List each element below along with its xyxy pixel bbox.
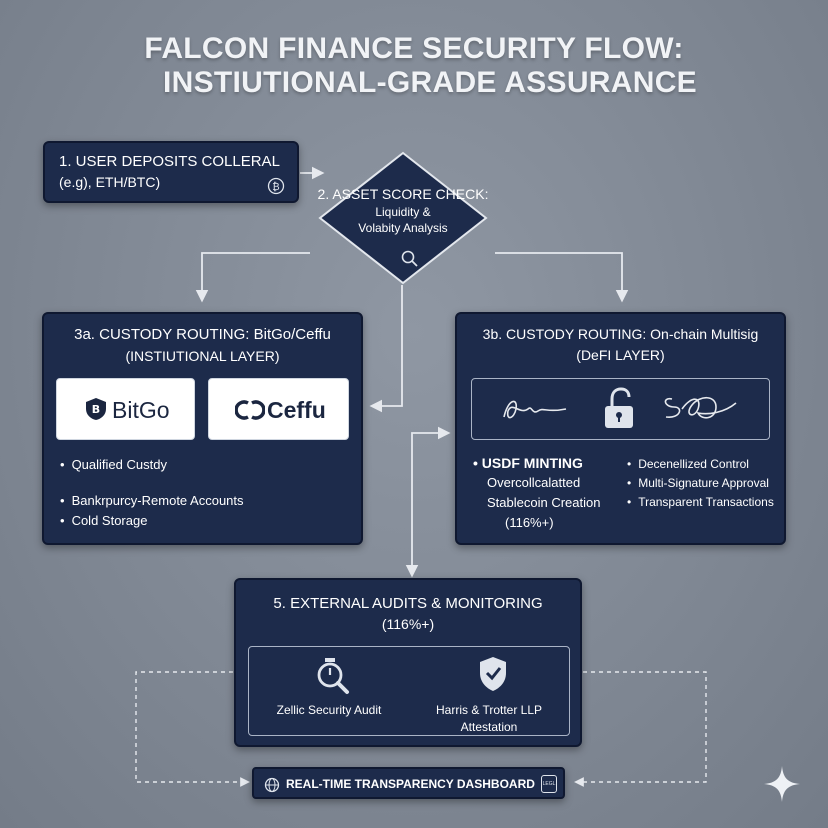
step3a-bullet-3: Cold Storage — [60, 513, 148, 528]
audit-harris-trotter-line2: Attestation — [460, 720, 518, 734]
stopwatch-magnifier-icon — [317, 658, 349, 694]
bitgo-logo-text: BitGo — [112, 397, 170, 423]
step2-heading: 2. ASSET SCORE CHECK: — [317, 186, 489, 202]
svg-text:₿: ₿ — [272, 181, 279, 193]
padlock-icon — [605, 387, 633, 428]
magnifier-icon — [401, 250, 415, 264]
page-title-line1: FALCON FINANCE SECURITY FLOW: — [144, 32, 684, 65]
mint-title: • USDF MINTING — [473, 455, 583, 471]
arrow-step2-to-step3b — [495, 252, 629, 303]
ceffu-logo-text: Ceffu — [267, 397, 326, 423]
multisig-icons-panel — [471, 378, 770, 440]
step5-audits-box: 5. EXTERNAL AUDITS & MONITORING (116%+) … — [234, 578, 582, 747]
mint-line-1: Overcollcalatted — [487, 475, 581, 490]
mint-line-3: (116%+) — [505, 515, 554, 530]
svg-text:B: B — [92, 403, 100, 416]
globe-icon — [264, 777, 280, 793]
shield-check-icon — [480, 657, 506, 691]
ceffu-mark-icon — [235, 400, 265, 420]
arrow-step3b-step5 — [405, 426, 451, 578]
dashboard-badge-text: LEGL — [542, 781, 556, 787]
step3a-subheading: (INSTIUTIONAL LAYER) — [125, 348, 280, 364]
arrow-step2-to-step3a — [195, 252, 310, 303]
step3b-subheading: (DeFI LAYER) — [576, 347, 665, 363]
dashed-loop-left — [135, 671, 250, 787]
step3a-heading: 3a. CUSTODY ROUTING: BitGo/Ceffu — [74, 326, 331, 343]
signature-icon — [503, 400, 567, 419]
dashed-loop-right — [574, 671, 707, 787]
step3b-custody-box: 3b. CUSTODY ROUTING: On-chain Multisig (… — [455, 312, 786, 545]
step3a-custody-box: 3a. CUSTODY ROUTING: BitGo/Ceffu (INSTIU… — [42, 312, 363, 545]
arrow-step2-to-step3a-side — [369, 285, 403, 413]
signature-icon — [664, 396, 737, 419]
bitcoin-icon: ₿ — [267, 177, 285, 195]
mint-line-2: Stablecoin Creation — [487, 495, 601, 510]
step1-line1: 1. USER DEPOSITS COLLERAL — [59, 153, 280, 170]
step3b-bullet-3: Transparent Transactions — [627, 495, 774, 509]
ceffu-logo-card: Ceffu — [208, 378, 349, 440]
bitgo-shield-icon: B — [86, 398, 106, 420]
audit-harris-trotter-line1: Harris & Trotter LLP — [435, 703, 543, 717]
step3b-bullet-2: Multi-Signature Approval — [627, 476, 769, 490]
step2-decision-diamond — [318, 151, 488, 285]
dashboard-badge-icon: LEGL — [541, 775, 557, 793]
step3a-bullet-2: Bankrpurcy-Remote Accounts — [60, 493, 244, 508]
transparency-dashboard-bar: REAL-TIME TRANSPARENCY DASHBOARD LEGL — [252, 767, 565, 799]
page-title-line2: INSTIUTIONAL-GRADE ASSURANCE — [163, 66, 697, 99]
step1-line2: (e.g), ETH/BTC) — [59, 174, 161, 190]
step2-line2: Volabity Analysis — [358, 221, 448, 235]
step2-line1: Liquidity & — [375, 205, 431, 219]
step3b-bullet-1: Decenellized Control — [627, 457, 749, 471]
step3a-bullet-1: Qualified Custdy — [60, 457, 167, 472]
audit-zellic: Zellic Security Audit — [276, 703, 382, 717]
sparkle-icon — [764, 766, 800, 802]
audits-panel: Zellic Security Audit Harris & Trotter L… — [248, 646, 570, 736]
step5-heading: 5. EXTERNAL AUDITS & MONITORING — [273, 595, 543, 612]
bitgo-logo-card: B BitGo — [56, 378, 195, 440]
step1-deposit-box: 1. USER DEPOSITS COLLERAL (e.g), ETH/BTC… — [43, 141, 299, 203]
step5-subheading: (116%+) — [381, 616, 435, 632]
step3b-heading: 3b. CUSTODY ROUTING: On-chain Multisig — [482, 326, 759, 342]
dashboard-label: REAL-TIME TRANSPARENCY DASHBOARD — [286, 777, 535, 791]
